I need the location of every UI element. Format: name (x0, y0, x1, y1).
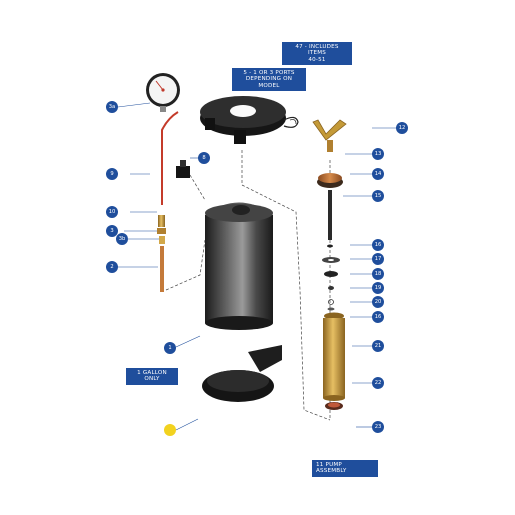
tank-base (202, 345, 282, 402)
dip-tube (160, 246, 164, 292)
lid-clip (289, 119, 297, 125)
callout-9: 9 (106, 168, 118, 180)
pump-assembly-label: 11 PUMP ASSEMBLY (312, 460, 378, 477)
check-valve (325, 402, 343, 410)
callout-17: 17 (372, 253, 384, 265)
tank-body (205, 202, 273, 330)
leader-lines (117, 102, 400, 431)
callout-2: 2 (106, 261, 118, 273)
callout-22: 22 (372, 377, 384, 389)
callout-3: 3 (106, 225, 118, 237)
callout-3b: 3b (116, 233, 128, 245)
pump-cap (317, 173, 343, 188)
pump-washers (322, 244, 340, 311)
callout-16-bottom: 16 (372, 311, 384, 323)
gallon-label: 1 GALLON ONLY (126, 368, 178, 385)
hose-nut (157, 228, 166, 234)
gauge-hose (161, 111, 179, 205)
callout-23: 23 (372, 421, 384, 433)
callout-1: 1 (164, 342, 176, 354)
callout-15: 15 (372, 190, 384, 202)
callout-highlight (164, 424, 176, 436)
callout-16-top: 16 (372, 239, 384, 251)
pressure-gauge (146, 73, 180, 112)
callout-12: 12 (396, 122, 408, 134)
pump-rod (328, 190, 332, 240)
pump-handle (312, 119, 347, 152)
callout-20: 20 (372, 296, 384, 308)
callout-8: 8 (198, 152, 210, 164)
includes-items-label: 47 - INCLUDES ITEMS 40-51 (282, 42, 352, 66)
fitting-cap (180, 160, 186, 167)
callout-18: 18 (372, 268, 384, 280)
ports-label: 5 - 1 OR 3 PORTS DEPENDING ON MODEL (232, 68, 306, 92)
callout-21: 21 (372, 340, 384, 352)
tank-lid (200, 96, 299, 144)
pump-cylinder (323, 312, 345, 401)
hose-adapter (159, 236, 165, 244)
callout-3a: 3a (106, 101, 118, 113)
hose-fitting (158, 215, 165, 227)
callout-14: 14 (372, 168, 384, 180)
callout-13: 13 (372, 148, 384, 160)
fitting-block (176, 166, 190, 178)
callout-10: 10 (106, 206, 118, 218)
callout-19: 19 (372, 282, 384, 294)
